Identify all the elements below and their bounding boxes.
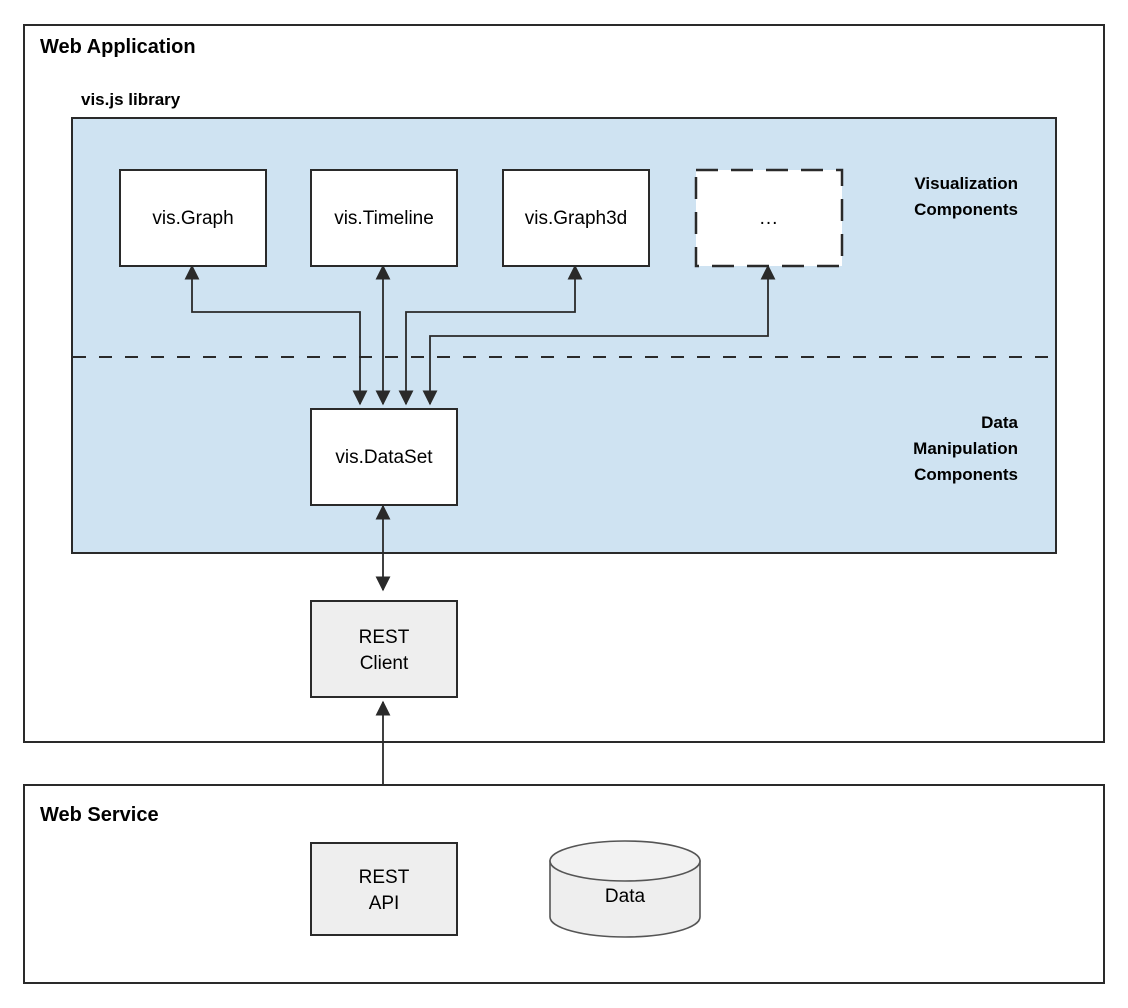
node-rest-client-label-line2: Client	[360, 653, 409, 674]
node-vis-graph3d[interactable]: vis.Graph3d	[502, 169, 650, 267]
node-rest-api[interactable]: REST API	[310, 842, 458, 936]
data-store-cylinder-body[interactable]	[549, 860, 701, 938]
visualization-components-label-line1: Visualization	[914, 174, 1018, 193]
node-rest-client-label-line1: REST	[359, 627, 410, 648]
data-manipulation-label-line3: Components	[914, 465, 1018, 484]
node-vis-graph[interactable]: vis.Graph	[119, 169, 267, 267]
node-vis-dataset-box[interactable]	[310, 408, 458, 506]
node-vis-dataset-label: vis.DataSet	[335, 447, 433, 468]
node-data-store-label: Data	[605, 886, 646, 907]
connector-dataset-to-vis-graph	[184, 264, 368, 406]
node-vis-dataset[interactable]: vis.DataSet	[310, 408, 458, 506]
node-vis-timeline[interactable]: vis.Timeline	[310, 169, 458, 267]
node-rest-client-box[interactable]	[310, 600, 458, 698]
node-vis-timeline-label: vis.Timeline	[334, 208, 434, 229]
node-vis-graph-box[interactable]	[119, 169, 267, 267]
node-more-components-label: ...	[760, 208, 779, 229]
node-rest-api-label-line1: REST	[359, 867, 410, 888]
connector-dataset-to-more	[422, 264, 776, 406]
node-more-components-box[interactable]	[694, 168, 844, 268]
visualization-components-label-line2: Components	[914, 200, 1018, 219]
data-manipulation-label-line2: Manipulation	[913, 439, 1018, 458]
node-rest-api-box[interactable]	[310, 842, 458, 936]
node-vis-graph-label: vis.Graph	[152, 208, 233, 229]
data-manipulation-label-line1: Data	[981, 413, 1018, 432]
web-service-title: Web Service	[40, 804, 159, 826]
node-rest-api-label-line2: API	[369, 893, 400, 914]
visjs-library-title: vis.js library	[81, 90, 181, 109]
node-vis-timeline-box[interactable]	[310, 169, 458, 267]
web-application-title: Web Application	[40, 36, 196, 58]
node-vis-graph3d-label: vis.Graph3d	[525, 208, 627, 229]
node-more-components[interactable]: ...	[694, 168, 844, 268]
visualization-components-label: Visualization Components	[914, 174, 1018, 219]
node-vis-graph3d-box[interactable]	[502, 169, 650, 267]
data-manipulation-components-label: Data Manipulation Components	[913, 413, 1018, 484]
data-store-cylinder-top	[549, 840, 701, 882]
node-data-store[interactable]: Data	[549, 840, 701, 938]
node-rest-client[interactable]: REST Client	[310, 600, 458, 698]
